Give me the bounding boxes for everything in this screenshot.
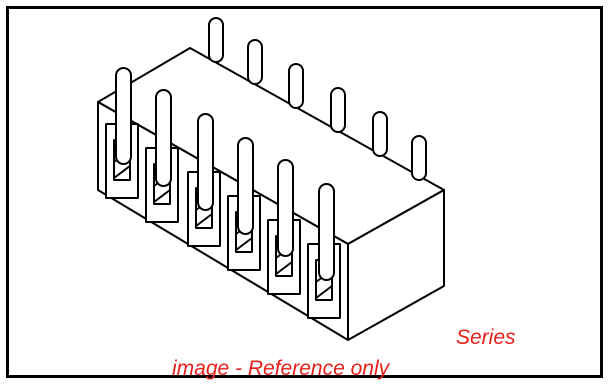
rear-pin — [372, 111, 388, 157]
front-pins — [115, 67, 335, 281]
series-caption: Series — [456, 326, 516, 349]
rear-pins — [208, 17, 427, 181]
front-pin — [318, 183, 335, 281]
rear-pin — [288, 63, 304, 109]
housing-side-face — [347, 189, 445, 341]
rear-pin — [411, 135, 427, 181]
front-pin — [115, 67, 132, 165]
rear-pin — [247, 39, 263, 85]
front-pin — [237, 137, 254, 235]
rear-pin — [330, 87, 346, 133]
front-pin — [277, 159, 294, 257]
front-pin — [155, 89, 172, 187]
reference-caption: image - Reference only — [172, 357, 390, 380]
front-pin — [197, 113, 214, 211]
rear-pin — [208, 17, 224, 63]
